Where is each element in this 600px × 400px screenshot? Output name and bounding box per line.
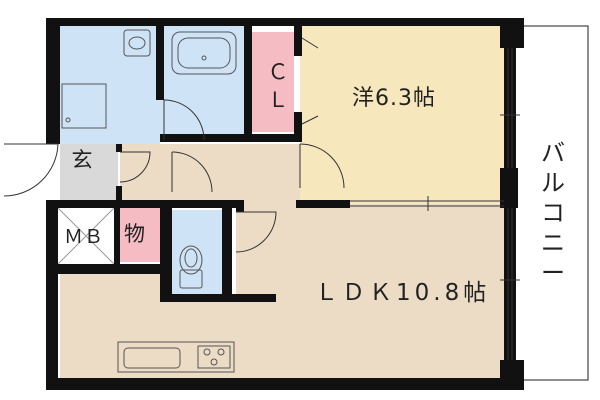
bathroom-floor bbox=[160, 26, 248, 134]
stove-icon bbox=[197, 345, 231, 369]
entrance-floor bbox=[60, 144, 118, 200]
kitchen-sink-icon bbox=[117, 341, 235, 373]
washing-machine-pan-icon bbox=[61, 83, 107, 129]
walls bbox=[46, 18, 524, 390]
toilet-icon bbox=[179, 245, 203, 289]
meter-box-label: ＭＢ bbox=[64, 226, 105, 248]
meter-box-cross bbox=[57, 207, 115, 265]
corridor-floor bbox=[120, 144, 300, 204]
closet-floor bbox=[250, 32, 294, 132]
windows bbox=[350, 48, 520, 360]
bathtub-icon bbox=[171, 31, 237, 75]
storage-label: 物 bbox=[124, 222, 145, 246]
washroom-floor bbox=[60, 26, 160, 144]
western-room-label: 洋6.3帖 bbox=[352, 86, 436, 111]
ldk-floor bbox=[60, 204, 510, 378]
entrance-label: 玄 bbox=[71, 148, 93, 172]
ldk-label: ＬＤＫ10.8帖 bbox=[315, 280, 491, 306]
closet-label: ＣＬ bbox=[267, 60, 289, 112]
doors bbox=[3, 37, 345, 253]
western-room-floor bbox=[300, 26, 510, 204]
washbasin-icon bbox=[123, 29, 151, 57]
balcony-floor bbox=[511, 25, 589, 381]
storage-floor bbox=[118, 208, 162, 262]
balcony-label: バルコニー bbox=[541, 139, 565, 287]
